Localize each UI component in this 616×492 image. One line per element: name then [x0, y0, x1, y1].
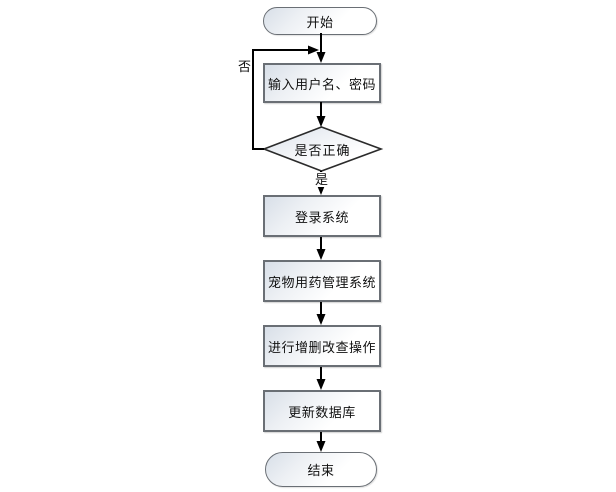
edge-label-no: 否 [237, 59, 252, 74]
node-end-terminator: 结束 [265, 452, 377, 487]
node-input-credentials: 输入用户名、密码 [263, 63, 381, 103]
arrowhead-into-decision [316, 116, 326, 127]
arrowhead-into-input [316, 52, 326, 63]
arrowhead-loop-right [308, 45, 319, 55]
node-pet-medication-system: 宠物用药管理系统 [263, 260, 381, 302]
node-decision: 是否正确 [294, 142, 351, 158]
arrowhead-into-end [316, 441, 326, 452]
node-update-database: 更新数据库 [263, 390, 381, 432]
arrowhead-into-system [316, 249, 326, 260]
arrowhead-into-crud [316, 314, 326, 325]
node-crud-operations: 进行增删改查操作 [263, 325, 381, 367]
node-login-system: 登录系统 [263, 195, 381, 237]
edge-label-yes: 是 [313, 172, 330, 187]
node-start-terminator: 开始 [263, 7, 377, 35]
arrowhead-into-update [316, 379, 326, 390]
